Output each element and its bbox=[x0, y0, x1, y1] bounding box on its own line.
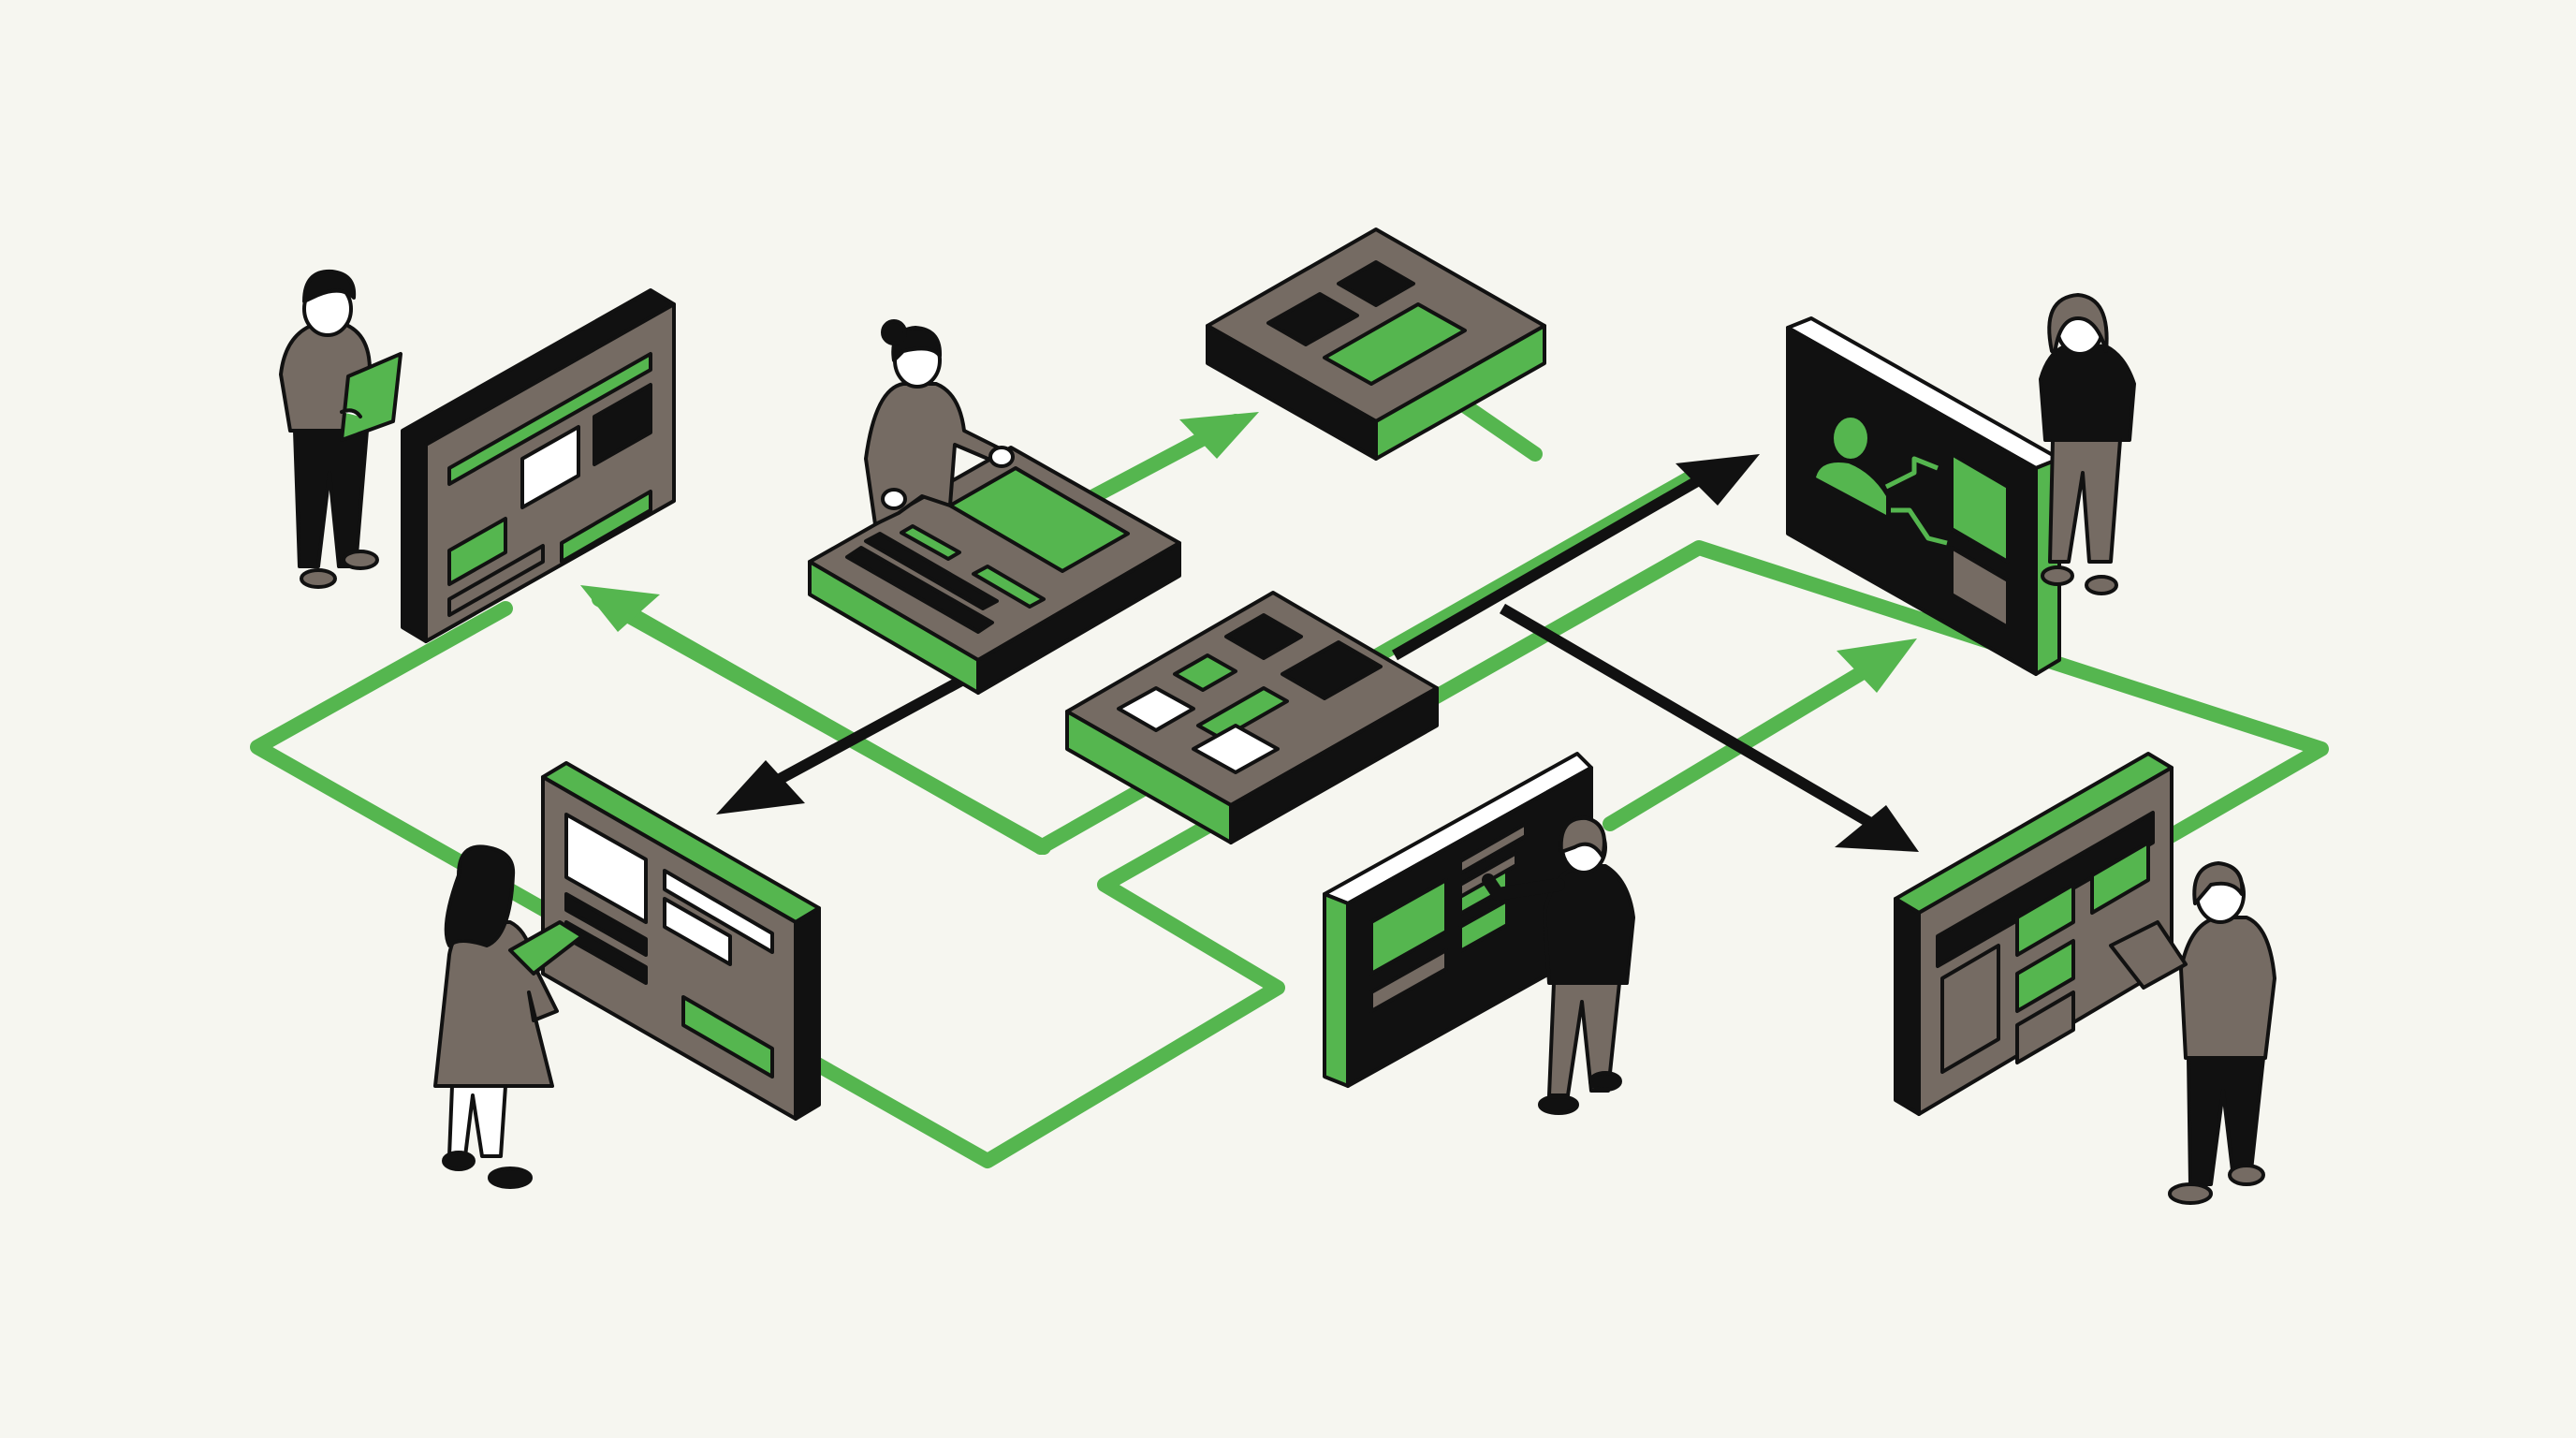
green-arrowhead-top bbox=[1179, 412, 1259, 459]
panel-bottom-right-wall bbox=[1894, 752, 2174, 1116]
person-bottom-right bbox=[2109, 861, 2276, 1205]
grid-blocks-icon bbox=[1936, 811, 2155, 1074]
image-block-icon bbox=[520, 383, 652, 509]
panel-right-wall bbox=[1786, 316, 2061, 676]
black-arrow-bottom-right bbox=[1499, 603, 1919, 852]
panel-bottom-center-wall bbox=[1323, 752, 1593, 1088]
text-lines-icon bbox=[1192, 686, 1289, 774]
tablet-icon bbox=[340, 352, 402, 442]
person-top-right bbox=[2039, 293, 2136, 595]
person-icon bbox=[1816, 418, 1886, 515]
text-lines-icon bbox=[447, 352, 652, 617]
panel-left-wall bbox=[401, 288, 676, 643]
chart-line-icon bbox=[1884, 452, 2010, 629]
person-bottom-left bbox=[433, 844, 584, 1189]
panel-center-board bbox=[1065, 591, 1439, 844]
image-block-icon bbox=[564, 813, 648, 924]
person-top-left bbox=[279, 269, 402, 589]
green-arrow-heads bbox=[580, 412, 1917, 693]
grid-blocks-icon bbox=[1266, 260, 1467, 386]
text-lines-icon bbox=[564, 869, 774, 1078]
panel-top-grid-board bbox=[1206, 227, 1546, 461]
black-arrow-left bbox=[716, 668, 976, 814]
panel-top-tablet-board bbox=[808, 446, 1181, 695]
panel-bottom-left-wall bbox=[541, 761, 821, 1121]
person-bottom-center bbox=[1482, 815, 1635, 1115]
grid-blocks-icon bbox=[1117, 613, 1383, 732]
black-arrow-top-right bbox=[1392, 454, 1760, 661]
tablet-icon bbox=[508, 920, 584, 976]
tablet-icon bbox=[2109, 920, 2188, 990]
green-arrowhead-right bbox=[1837, 638, 1917, 693]
green-arrowhead-upper-left bbox=[580, 585, 660, 632]
person-top-center bbox=[864, 319, 1015, 526]
